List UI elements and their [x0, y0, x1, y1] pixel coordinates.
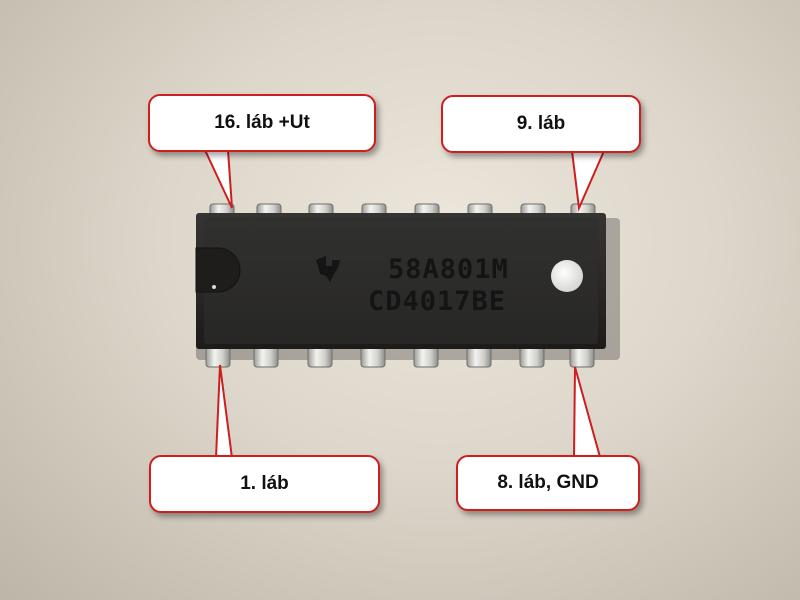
bottom-pins: [205, 344, 595, 368]
chip-marking-line1: 58A801M: [388, 254, 509, 285]
callout-pin1-label: 1. láb: [240, 473, 289, 494]
tail-pin8: [572, 366, 602, 458]
callout-pin1: 1. láb: [149, 455, 380, 513]
tail-pin1: [214, 364, 234, 459]
chip-marking-line2: CD4017BE: [368, 286, 506, 317]
ti-logo-icon: [316, 256, 340, 282]
callout-pin9-label: 9. láb: [516, 113, 566, 134]
index-dot: [551, 260, 583, 292]
tail-pin16: [203, 149, 233, 209]
callout-pin16: 16. láb +Ut: [148, 94, 376, 152]
chip-top-face: [204, 218, 598, 344]
callout-pin8-label: 8. láb, GND: [497, 472, 599, 493]
callout-pin8: 8. láb, GND: [456, 455, 640, 511]
tail-pin9: [570, 150, 606, 212]
pin1-dot: [212, 285, 216, 289]
chip-notch: [195, 247, 241, 293]
callout-pin9: 9. láb: [441, 95, 641, 153]
callout-pin16-label: 16. láb +Ut: [214, 112, 310, 133]
